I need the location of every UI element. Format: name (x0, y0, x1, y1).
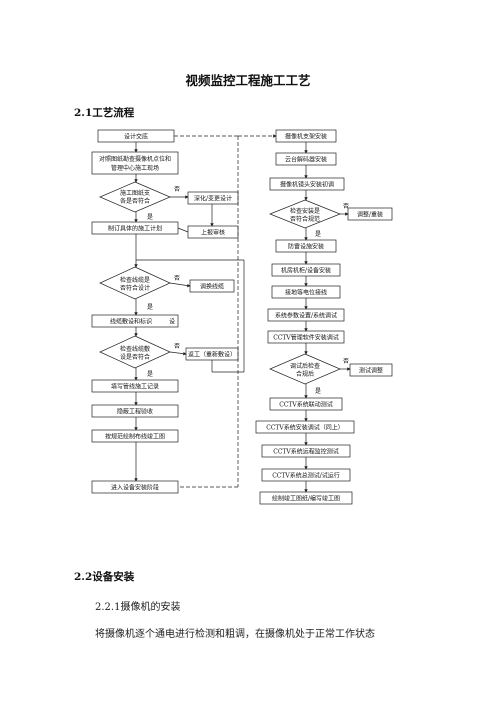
label-decision-install-2: 否符合规范 (290, 215, 320, 223)
label-cable-laying: 线缆敷设和标识 (110, 318, 152, 326)
label-report-review: 上报审核 (201, 229, 225, 237)
label-draw-asbuilt: 按规范绘制布线竣工图 (105, 433, 165, 441)
label-fill-record: 填写管线施工记录 (111, 383, 159, 391)
label-no-r2: 否 (343, 358, 349, 365)
label-replace-cable: 调换线缆 (200, 283, 224, 291)
label-yes-2: 是 (147, 304, 153, 311)
label-decision-cable-2: 否符合设计 (120, 284, 150, 292)
label-rework: 返工（重新敷设） (188, 351, 236, 359)
label-decision-drawings-2: 各是否符合 (120, 197, 150, 205)
label-decision-drawings-1: 施工图纸支 (120, 189, 150, 197)
label-test-adjust: 测试调整 (359, 367, 383, 375)
label-yes-r2: 是 (315, 388, 321, 395)
decision-laying-check (99, 335, 171, 369)
body-paragraph: 将摄像机逐个通电进行检测和粗调，在摄像机处于正常工作状态 (95, 629, 375, 640)
label-linkage-test: CCTV系统联动测试 (279, 401, 333, 409)
label-software-install: CCTV管理软件安装调试 (273, 334, 339, 342)
label-construction-plan: 制订具体的施工计划 (108, 225, 162, 233)
decision-cable-check (99, 266, 171, 300)
label-site-survey-2: 管理中心施工现场 (111, 164, 159, 172)
decision-install-check (269, 199, 341, 229)
subsection-heading-camera: 2.2.1摄像机的安装 (95, 602, 181, 613)
label-lens-install: 摄像机镜头安装初调 (280, 181, 334, 189)
decision-drawings (99, 181, 171, 213)
label-no-2: 否 (174, 275, 180, 282)
label-total-test: CCTV系统总测试/试运行 (272, 472, 340, 480)
label-decision-debug-1: 调试后检查 (290, 362, 320, 370)
label-ptz-decoder: 云台解码器安装 (285, 156, 327, 164)
document-title: 视频监控工程施工工艺 (185, 73, 311, 88)
section-heading-process: 2.1工艺流程 (74, 107, 135, 119)
label-equipment-stage: 进入设备安装阶段 (111, 484, 159, 492)
label-no-r1: 否 (343, 203, 349, 210)
label-cabinet: 机房机柜/设备安装 (281, 267, 331, 275)
label-decision-debug-2: 合规后 (296, 370, 314, 378)
label-decision-install-1: 检查安装是 (290, 207, 320, 215)
label-bracket-install: 摄像机支架安装 (285, 133, 327, 141)
label-lightning: 防雷设施安装 (288, 243, 324, 251)
label-cable-laying-tail: 设 (169, 318, 175, 326)
label-decision-laying-1: 检查线缆敷 (120, 345, 150, 353)
label-no-3: 否 (174, 343, 180, 350)
label-design-briefing: 设计交底 (124, 133, 148, 141)
label-hidden-acceptance: 隐蔽工程验收 (117, 408, 153, 416)
section-heading-equipment: 2.2设备安装 (74, 571, 135, 583)
label-asbuilt-drawings: 绘制竣工图纸/编写竣工图 (272, 495, 340, 503)
label-system-install-test: CCTV系统安装调试（同上） (266, 424, 344, 432)
label-decision-cable-1: 检查线缆是 (120, 276, 150, 284)
decision-debug-check (269, 353, 341, 385)
label-decision-laying-2: 设是否符合 (120, 353, 150, 361)
label-adjust-reinstall: 调整/重装 (357, 211, 383, 219)
label-deepen-design: 深化/变更设计 (194, 195, 232, 203)
label-site-survey-1: 对照图纸勘查摄像机点位和 (99, 155, 171, 163)
label-remote-monitor: CCTV系统远程监控测试 (273, 448, 339, 456)
label-yes-3: 是 (147, 371, 153, 378)
label-parameter-setup: 系统参数设置/系统调试 (275, 312, 337, 320)
label-grounding: 接地等电位接线 (285, 289, 327, 297)
label-yes-r1: 是 (315, 231, 321, 238)
label-yes-1: 是 (147, 214, 153, 221)
label-no-1: 否 (174, 186, 180, 193)
